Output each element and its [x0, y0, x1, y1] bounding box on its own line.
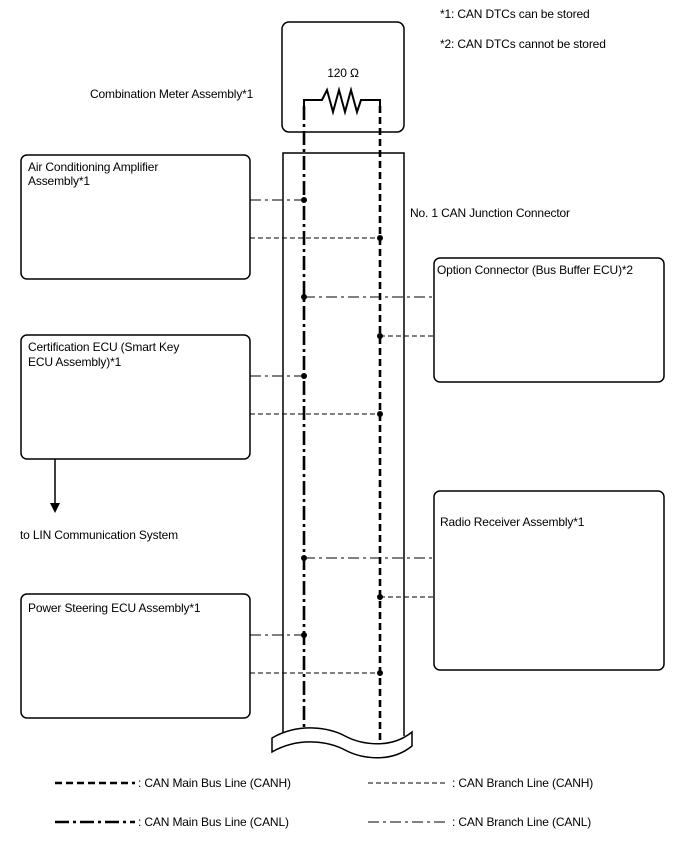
legend-branch-canh: : CAN Branch Line (CANH): [452, 776, 593, 790]
lin-arrow-head: [50, 503, 60, 513]
junction-dot: [301, 197, 307, 203]
option-connector-box: [433, 257, 665, 383]
certification-ecu-label-line1: Certification ECU (Smart Key: [28, 340, 179, 354]
junction-dot: [301, 373, 307, 379]
note-dtc-stored: *1: CAN DTCs can be stored: [440, 7, 590, 21]
legend-branch-canl: : CAN Branch Line (CANL): [452, 815, 591, 829]
junction-connector-label: No. 1 CAN Junction Connector: [410, 206, 570, 220]
power-steering-box: [20, 593, 251, 719]
legend-main-canh: : CAN Main Bus Line (CANH): [138, 776, 291, 790]
certification-ecu-box: [20, 334, 251, 460]
junction-dot: [301, 294, 307, 300]
junction-dot: [301, 555, 307, 561]
air-conditioning-box: [20, 154, 251, 280]
junction-dot: [377, 333, 383, 339]
junction-connector-frame: [282, 152, 405, 736]
power-steering-label: Power Steering ECU Assembly*1: [28, 601, 201, 615]
combination-meter-label: Combination Meter Assembly*1: [90, 87, 254, 101]
air-conditioning-label-line1: Air Conditioning Amplifier: [28, 160, 158, 174]
lin-label: to LIN Communication System: [20, 528, 178, 542]
junction-dot: [377, 594, 383, 600]
radio-receiver-box: [433, 490, 665, 671]
junction-dot: [377, 235, 383, 241]
certification-ecu-label-line2: ECU Assembly)*1: [28, 355, 122, 369]
option-connector-label: Option Connector (Bus Buffer ECU)*2: [437, 263, 633, 277]
line-break-symbol: [271, 727, 413, 759]
legend-main-canl: : CAN Main Bus Line (CANL): [138, 815, 289, 829]
junction-dot: [377, 411, 383, 417]
air-conditioning-label-line2: Assembly*1: [28, 174, 90, 188]
resistor-label: 120 Ω: [327, 66, 359, 80]
note-dtc-not-stored: *2: CAN DTCs cannot be stored: [440, 37, 606, 51]
radio-receiver-label: Radio Receiver Assembly*1: [440, 515, 585, 529]
combination-meter-box: [281, 21, 405, 133]
junction-dot: [377, 670, 383, 676]
terminating-resistor: [303, 86, 381, 116]
junction-dot: [301, 632, 307, 638]
